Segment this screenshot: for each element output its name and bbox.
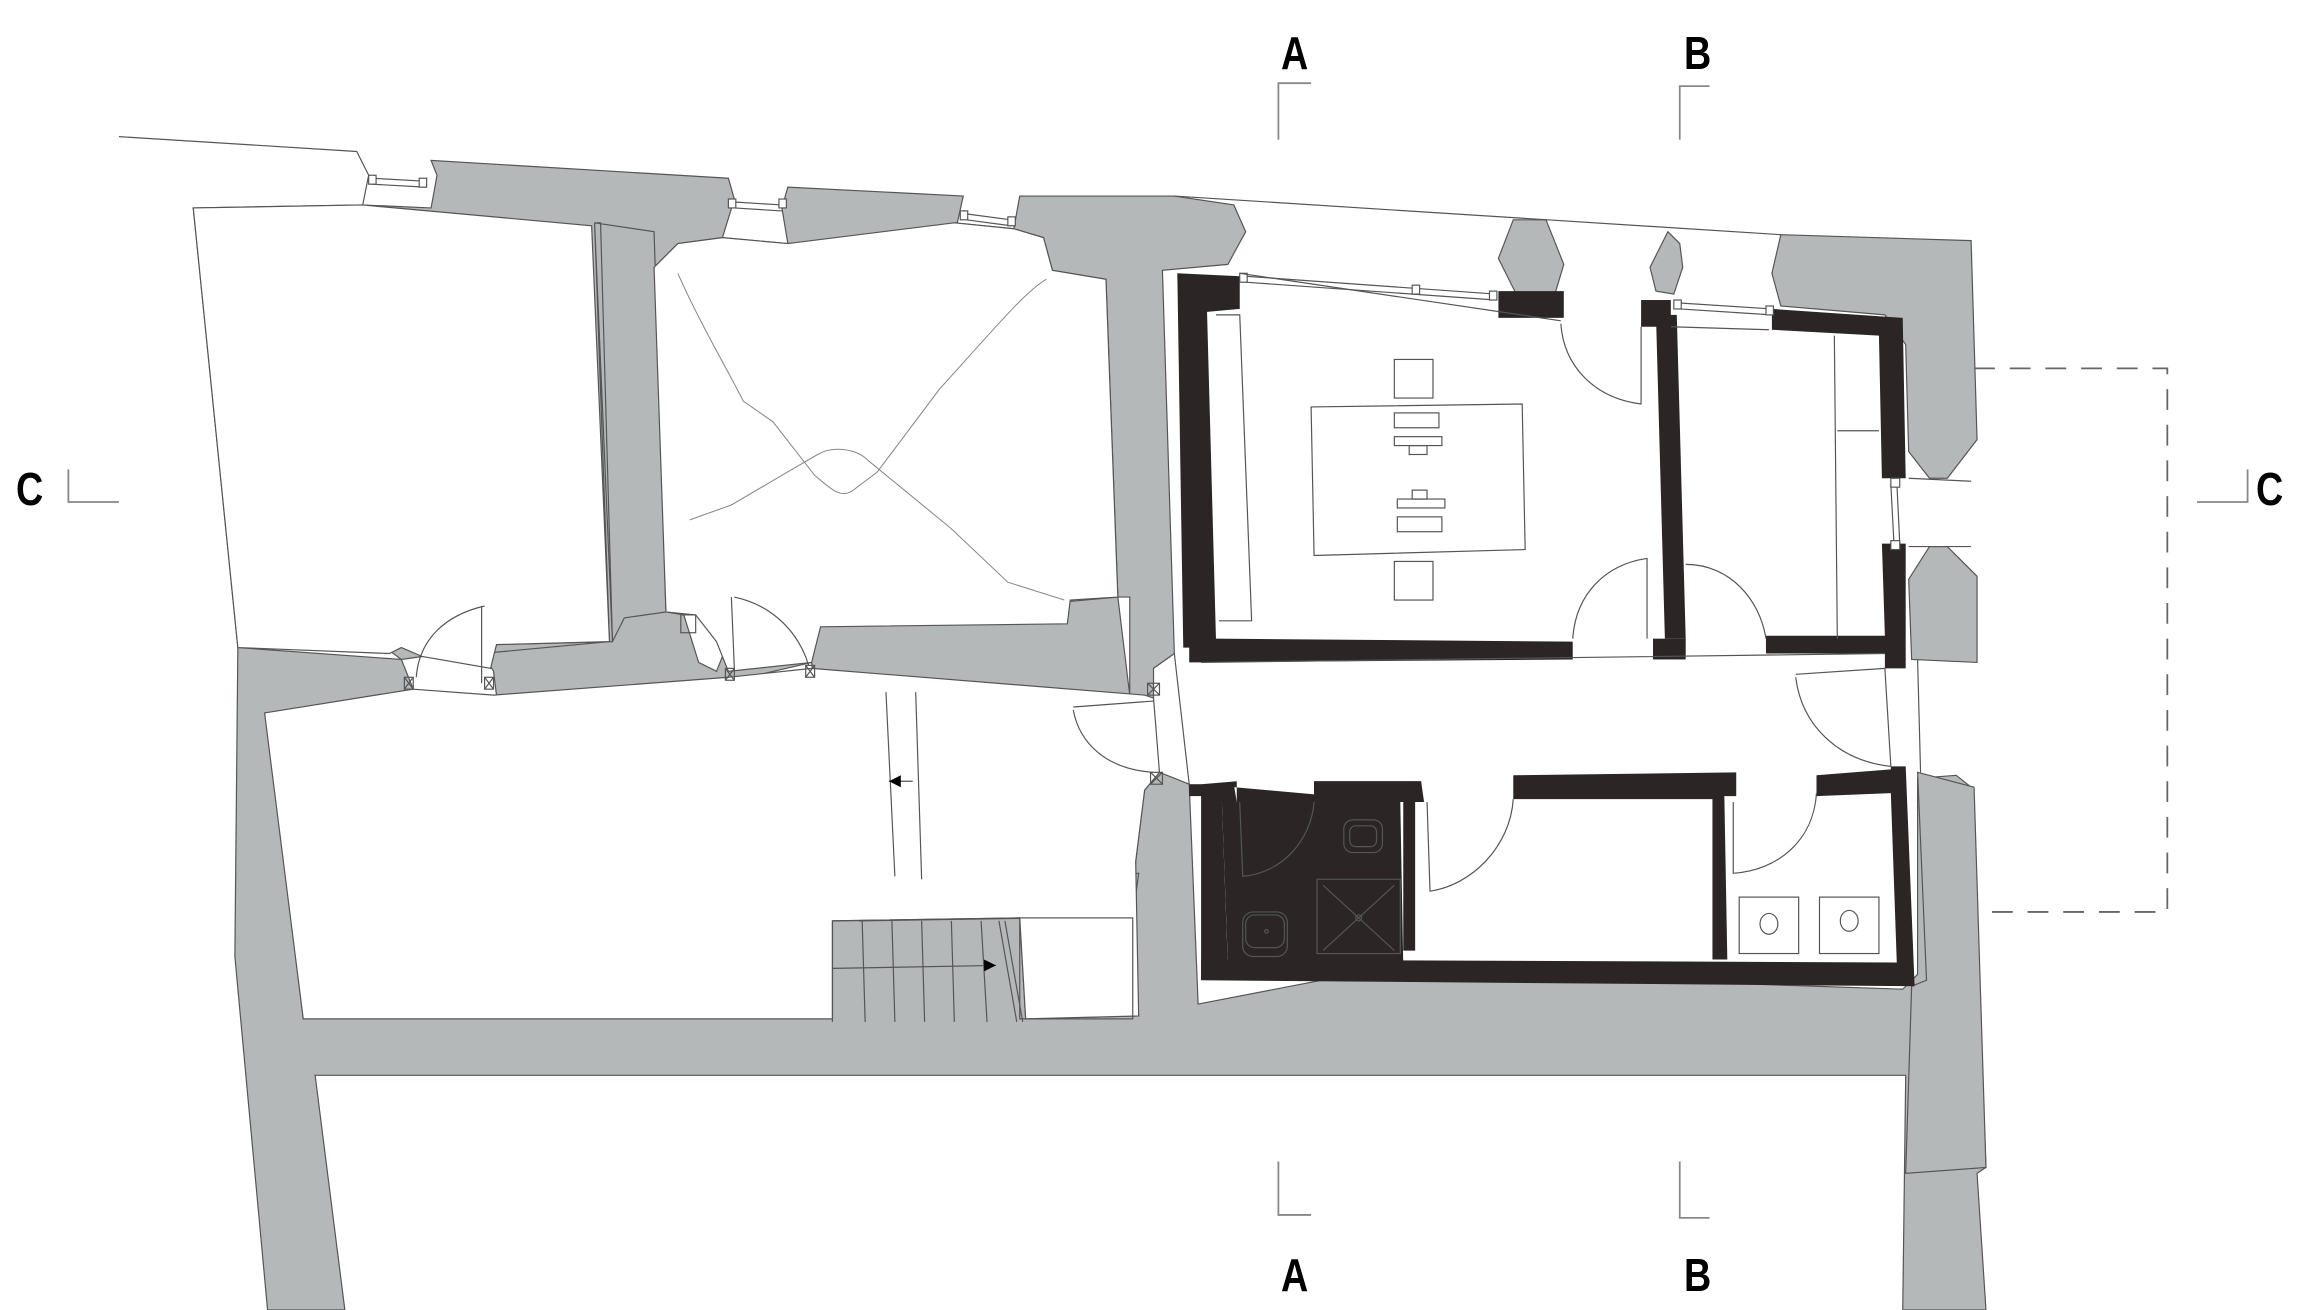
vaulted-room (653, 222, 1119, 672)
section-label-b-top: B (1684, 27, 1712, 79)
corridor-lines (1884, 659, 1922, 773)
laundry (1738, 896, 1880, 955)
column (680, 614, 697, 634)
section-c-left-line (67, 469, 119, 503)
section-c-right-line (2197, 469, 2249, 503)
stool (1393, 358, 1434, 399)
doors (403, 323, 1891, 892)
stool (1393, 560, 1434, 601)
section-label-c-left: C (16, 463, 44, 515)
cabinet (1833, 335, 1879, 639)
dryer (1818, 896, 1880, 955)
washing-machine (1738, 896, 1800, 955)
conference-table (1310, 358, 1526, 601)
section-b-top-line (1678, 85, 1710, 140)
shower-tray (1316, 878, 1401, 955)
section-b-bottom-line (1678, 1161, 1710, 1219)
dashed-boundary (1974, 367, 2169, 913)
lower-hall (263, 667, 1161, 1020)
new-walls (1177, 273, 1915, 987)
section-label-b-bottom: B (1684, 1249, 1712, 1301)
section-a-bottom-line (1277, 1161, 1312, 1216)
section-cut-lines (67, 82, 2249, 1219)
bathroom (1242, 819, 1401, 958)
room-1 (192, 204, 611, 670)
corridor-lines (1173, 652, 1885, 785)
bench (1215, 314, 1253, 622)
windows (368, 174, 1972, 551)
vault-groin-lines (677, 273, 1065, 601)
washbasin (1242, 911, 1288, 958)
section-label-a-bottom: A (1281, 1249, 1309, 1301)
staircase (831, 692, 1134, 1022)
section-label-a-top: A (1281, 27, 1309, 79)
toilet (1343, 819, 1384, 854)
section-label-c-right: C (2256, 463, 2284, 515)
section-a-top-line (1277, 82, 1312, 140)
